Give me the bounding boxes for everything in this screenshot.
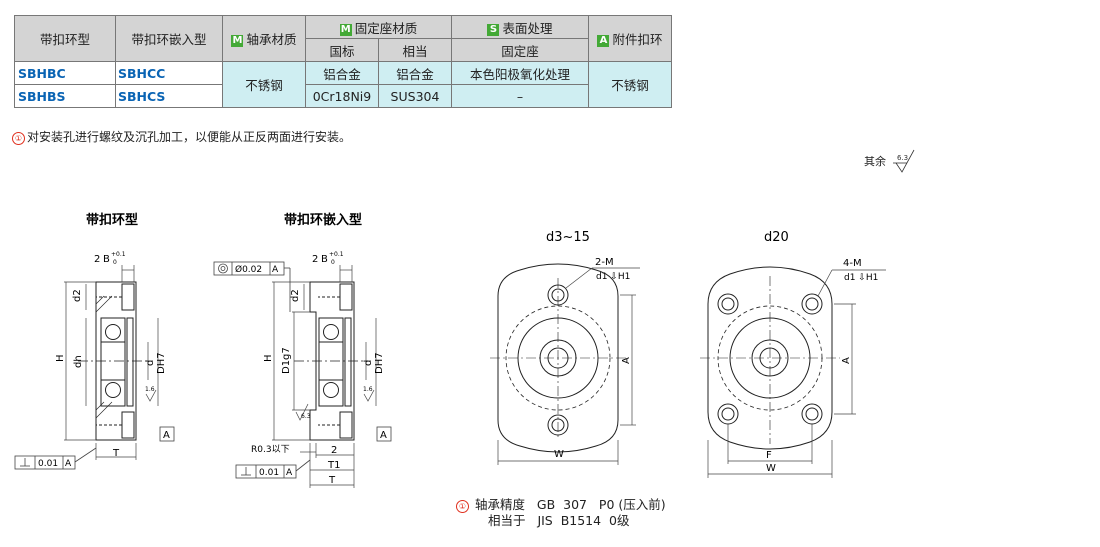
dim-tol-plus: +0.1 xyxy=(329,251,344,258)
dim-H: H xyxy=(55,354,66,362)
bearing-precision-note: ① 轴承精度 GB 307 P0 (压入前) 相当于 JIS B1514 0级 xyxy=(456,497,666,529)
perp-tol: 0.01 xyxy=(38,459,58,469)
seat-eq-value: 铝合金 xyxy=(378,61,452,85)
title-d20: d20 xyxy=(764,230,789,245)
table-row: SBHBC SBHCC 不锈钢 铝合金 铝合金 本色阳极氧化处理 不锈钢 xyxy=(14,61,672,108)
title-d3-15: d3~15 xyxy=(546,230,590,245)
datum-A: A xyxy=(380,430,387,441)
dim-2: 2 xyxy=(94,254,100,265)
precision-line-jis: 相当于 JIS B1514 0级 xyxy=(488,513,630,528)
roughness-value: 6.3 xyxy=(897,154,908,162)
surface-tag: S xyxy=(487,23,500,36)
front-view-d20 xyxy=(700,266,840,450)
conc-tol: Ø0.02 xyxy=(235,264,262,275)
bearing-material-value: 不锈钢 xyxy=(222,61,306,108)
title-embed-type: 带扣环嵌入型 xyxy=(284,212,362,228)
radius-note: R0.3以下 xyxy=(251,445,290,455)
dim-d: d xyxy=(363,360,374,366)
ring-code: SBHBS xyxy=(14,84,116,108)
perp-ref: A xyxy=(65,459,72,469)
front-view-d3-15-dimensions xyxy=(497,267,640,465)
surface-value: 本色阳极氧化处理 xyxy=(451,61,589,85)
dim-T: T xyxy=(112,448,120,459)
embed-type-dimensions xyxy=(272,265,377,488)
conc-ref: A xyxy=(272,265,279,275)
embed-code: SBHCC xyxy=(115,61,223,85)
rough-63: 6.3 xyxy=(301,413,311,420)
datum-box-icon xyxy=(376,426,392,442)
note-mark-icon: ① xyxy=(12,132,25,145)
ring-type-dimensions xyxy=(64,265,159,460)
note-mark-icon: ① xyxy=(456,500,469,513)
header-seat-gb: 国标 xyxy=(305,38,379,62)
perpendicularity-frame xyxy=(14,447,97,470)
dim-dh: dh xyxy=(73,355,84,368)
roughness-mark-icon xyxy=(295,389,375,421)
rough-16: 1.6 xyxy=(363,386,373,393)
clip-tag: A xyxy=(597,35,610,47)
hole-callout: d1 ⇩H1 xyxy=(844,273,878,283)
dim-tol-plus: +0.1 xyxy=(111,251,126,258)
seat-eq-value: SUS304 xyxy=(378,84,452,108)
perp-tol: 0.01 xyxy=(259,468,279,478)
roughness-symbol-icon xyxy=(893,149,915,173)
dim-d2: d2 xyxy=(290,289,301,302)
dim-F: F xyxy=(766,450,772,461)
dim-W: W xyxy=(554,449,564,460)
dim-T1: T1 xyxy=(327,460,340,471)
embed-type-section xyxy=(294,281,368,441)
rough-16: 1.6 xyxy=(145,386,155,393)
dim-DH7: DH7 xyxy=(156,352,167,374)
clip-material-value: 不锈钢 xyxy=(588,61,672,108)
seat-gb-value: 铝合金 xyxy=(305,61,379,85)
ring-type-section xyxy=(78,281,150,441)
dim-D1g7: D1g7 xyxy=(281,347,292,374)
datum-A: A xyxy=(163,430,170,441)
dim-d: d xyxy=(145,360,156,366)
dim-2-step: 2 xyxy=(331,445,337,456)
dim-A: A xyxy=(621,357,632,364)
front-view-d3-15 xyxy=(490,263,626,453)
datum-box-icon xyxy=(159,426,175,442)
dim-d2: d2 xyxy=(72,289,83,302)
embed-code: SBHCS xyxy=(115,84,223,108)
dim-B: B xyxy=(103,254,110,265)
front-view-d20-dimensions xyxy=(707,269,886,478)
dim-B: B xyxy=(321,254,328,265)
dim-T: T xyxy=(328,475,336,486)
dim-A: A xyxy=(841,357,852,364)
dim-tol-zero: 0 xyxy=(113,259,117,266)
header-seat-eq: 相当 xyxy=(378,38,452,62)
precision-line-gb: ① 轴承精度 GB 307 P0 (压入前) xyxy=(456,497,666,513)
hole-2M: 2-M xyxy=(595,257,614,268)
hole-callout: d1 ⇩H1 xyxy=(596,272,630,282)
title-ring-type: 带扣环型 xyxy=(86,212,138,228)
dim-W: W xyxy=(766,463,776,474)
dim-2: 2 xyxy=(312,254,318,265)
general-roughness: 其余 xyxy=(864,155,886,168)
material-tag: M xyxy=(339,23,352,36)
surface-value: – xyxy=(451,84,589,108)
material-tag: M xyxy=(231,35,244,47)
header-ring-type: 带扣环型 xyxy=(14,15,116,62)
table-row: SBHBS SBHCS 0Cr18Ni9 SUS304 – xyxy=(14,84,672,108)
roughness-mark-icon xyxy=(145,389,157,402)
dim-tol-zero: 0 xyxy=(331,259,335,266)
perpendicularity-frame xyxy=(235,459,311,479)
perp-ref: A xyxy=(286,468,293,478)
hole-4M: 4-M xyxy=(843,258,862,269)
dim-DH7: DH7 xyxy=(374,352,385,374)
concentricity-frame xyxy=(213,261,291,312)
seat-gb-value: 0Cr18Ni9 xyxy=(305,84,379,108)
dim-H: H xyxy=(263,354,274,362)
